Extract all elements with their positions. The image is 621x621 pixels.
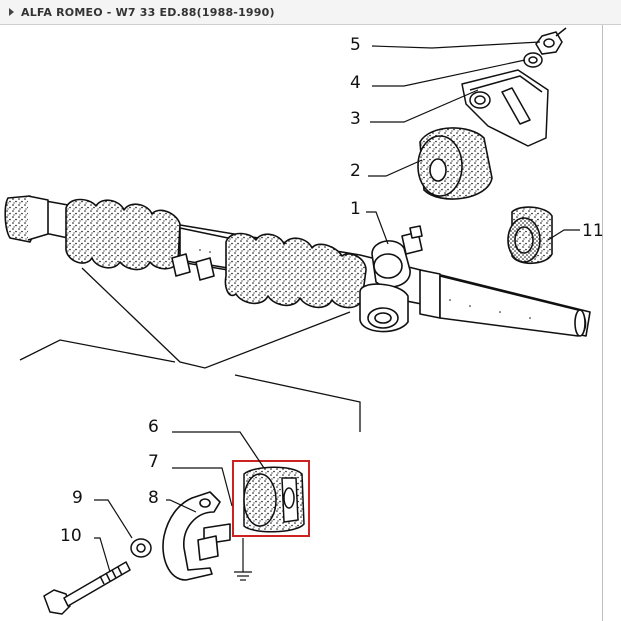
ground-symbol [234,538,252,581]
part-9-washer[interactable] [130,538,152,558]
callout-3[interactable]: 3 [350,109,361,129]
callout-5[interactable]: 5 [350,35,361,55]
callout-7[interactable]: 7 [148,452,159,472]
part-4-washer[interactable] [523,52,543,68]
part-8-clamp[interactable] [162,491,231,581]
callout-4[interactable]: 4 [350,73,361,93]
leader-lines [94,41,580,573]
callout-1[interactable]: 1 [350,199,361,219]
frame-divider [602,25,603,621]
steering-rack[interactable] [4,195,591,337]
part-11-bushing[interactable] [507,206,553,265]
callout-6[interactable]: 6 [148,417,159,437]
part-3-bracket[interactable] [461,69,549,147]
model-title: ALFA ROMEO - W7 33 ED.88(1988-1990) [21,5,275,19]
part-6-bushing[interactable] [243,466,305,533]
callout-8[interactable]: 8 [148,488,159,508]
part-10-bolt[interactable] [43,561,131,615]
highlight-box[interactable] [232,460,310,537]
explode-lines [19,267,361,432]
callout-10[interactable]: 10 [60,526,82,546]
part-2-bushing[interactable] [417,127,493,200]
callouts: 5 4 3 2 1 11 6 7 9 8 10 [60,35,604,546]
callout-11[interactable]: 11 [582,221,604,241]
breadcrumb-header[interactable]: ALFA ROMEO - W7 33 ED.88(1988-1990) [0,0,621,25]
callout-9[interactable]: 9 [72,488,83,508]
triangle-right-icon[interactable] [9,8,14,16]
part-5-nut[interactable] [535,27,567,55]
callout-2[interactable]: 2 [350,161,361,181]
